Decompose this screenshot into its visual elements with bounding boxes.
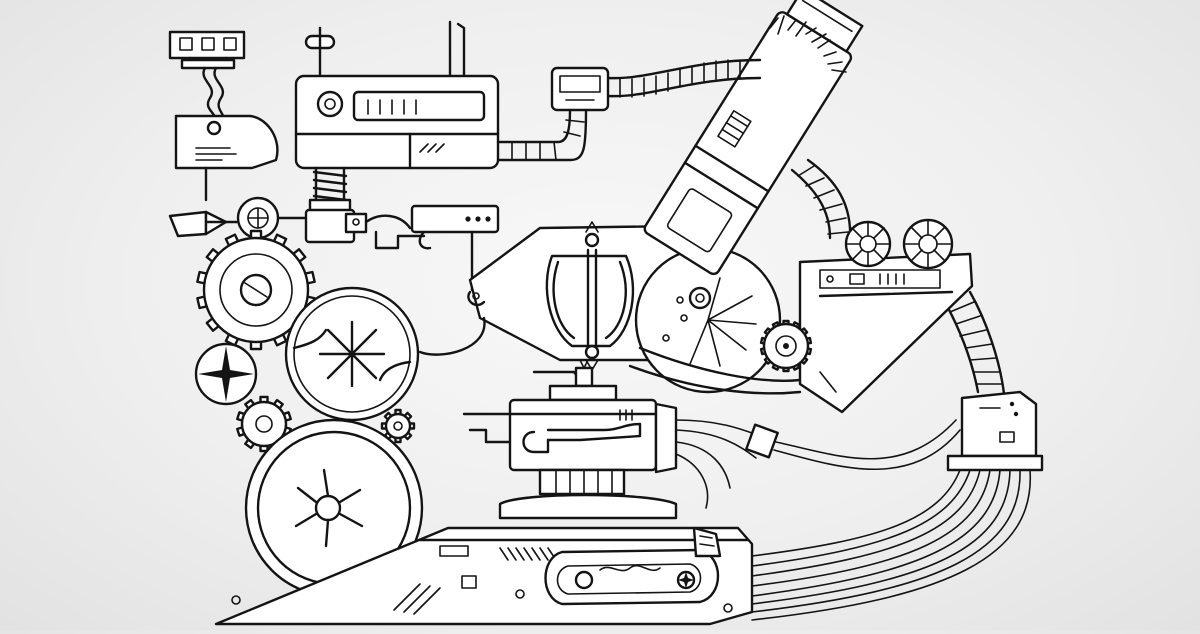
needle-tool xyxy=(532,359,618,402)
press-block xyxy=(304,204,500,292)
large-gear xyxy=(196,229,316,351)
tread-cover xyxy=(692,526,722,558)
small-gear-belt xyxy=(759,319,813,373)
rotary-base xyxy=(498,468,678,520)
wire-bundle-right xyxy=(751,469,1032,621)
cross-wheel xyxy=(194,342,258,406)
top-knob xyxy=(304,26,336,78)
panel-wheel-left xyxy=(844,220,892,268)
top-clamp xyxy=(168,30,246,70)
lower-right-hose xyxy=(944,290,1006,396)
left-hose xyxy=(496,108,588,162)
head-wires xyxy=(675,419,961,509)
blower-unit xyxy=(643,0,864,276)
right-side-hose xyxy=(790,158,852,242)
hair-bristles xyxy=(769,15,847,73)
tank-tread xyxy=(544,548,720,606)
press-spring xyxy=(308,166,352,214)
fan-disc xyxy=(634,246,782,394)
propeller xyxy=(168,210,242,238)
dispenser-box xyxy=(174,114,279,202)
press-housing xyxy=(294,74,500,170)
triangle-panel xyxy=(798,252,974,414)
hub-wheel xyxy=(236,196,314,240)
twisted-rope xyxy=(202,66,225,124)
panel-wheel-right xyxy=(902,218,954,270)
antenna xyxy=(448,20,466,82)
small-gear-right xyxy=(380,408,416,444)
right-connector xyxy=(946,390,1044,472)
top-hose xyxy=(606,58,762,98)
head-unit xyxy=(462,398,678,474)
display-meter xyxy=(550,66,610,112)
star-wheel xyxy=(284,286,420,422)
chain-belt xyxy=(628,346,802,395)
